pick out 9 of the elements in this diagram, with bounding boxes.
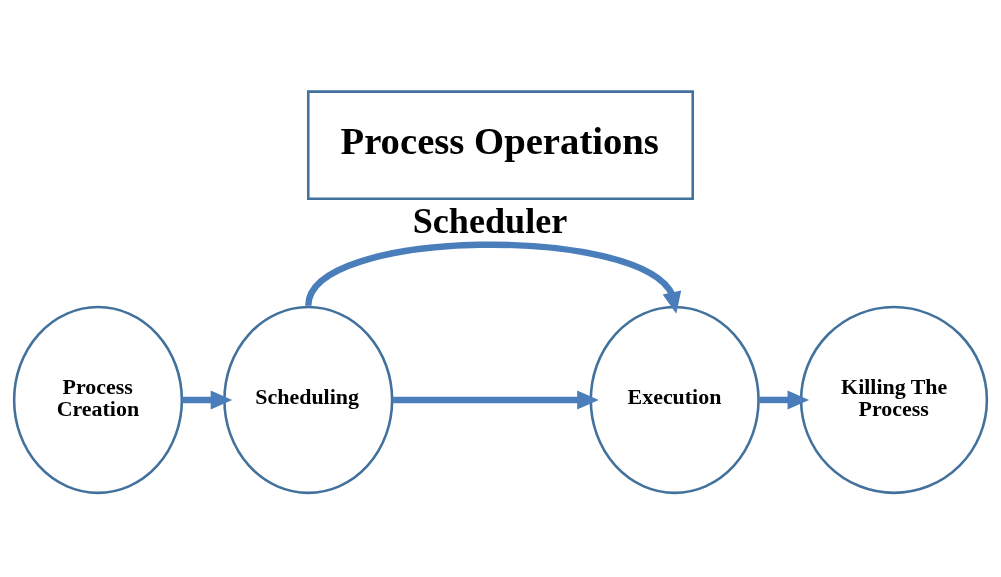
node-circle: Scheduling [223, 305, 394, 494]
diagram-title: Process Operations [340, 119, 659, 162]
node-circle: Process Creation [12, 305, 184, 494]
edge-label: Scheduler [412, 200, 568, 241]
arrow [305, 241, 682, 314]
arrow [181, 390, 233, 409]
node-circle: Killing The Process [799, 305, 989, 494]
arrow [392, 390, 599, 409]
node-circle: Execution [589, 305, 760, 494]
